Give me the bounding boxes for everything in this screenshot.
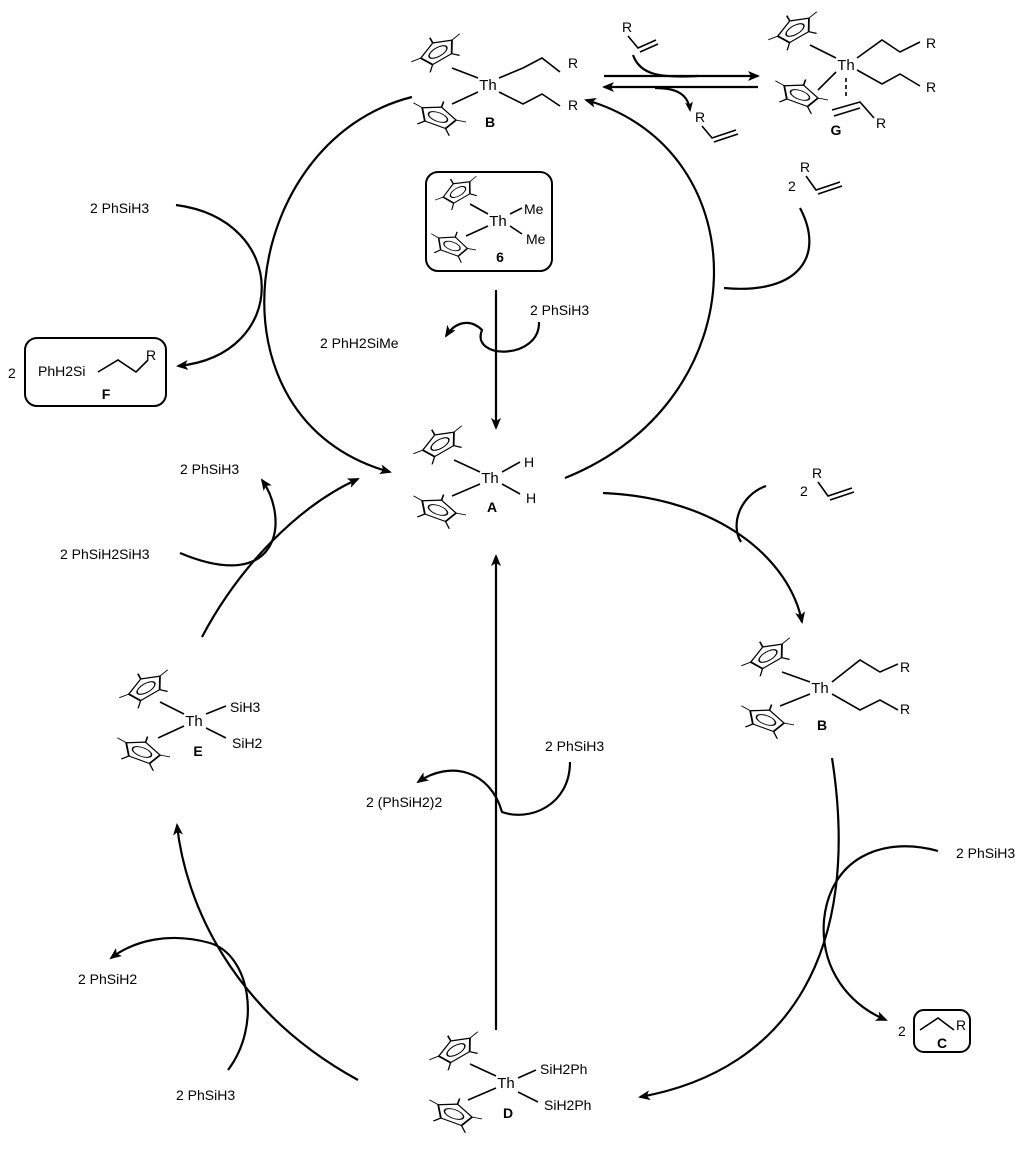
silyl-ligand-sih2ph: SiH2Ph — [540, 1061, 587, 1077]
metal-label: Th — [811, 680, 829, 697]
cp-star-ring-icon — [430, 231, 476, 263]
reagent-left-low-out: 2 PhSiH2 — [78, 971, 137, 987]
silyl-ligand-sih2ph: SiH2Ph — [544, 1097, 591, 1113]
arc-b-to-a-upper-left — [263, 95, 413, 475]
complex-b-right: Th R R B — [741, 637, 910, 739]
cp-star-ring-icon — [429, 1031, 479, 1071]
compound-label-c: C — [937, 1035, 947, 1051]
alkene-out-arc-top — [654, 86, 693, 112]
alkene-in-arc-top — [631, 54, 699, 78]
r-group-label: R — [695, 109, 705, 125]
compound-label-b: B — [817, 717, 827, 733]
complex-d: Th SiH2Ph SiH2Ph D — [429, 1031, 591, 1133]
silane-fragment-label: PhH2Si — [38, 363, 85, 379]
complex-g: Th R R R G — [768, 11, 936, 138]
alkene-top-out: R — [695, 109, 739, 143]
reagent-center-low-out: 2 (PhSiH2)2 — [366, 794, 442, 810]
arc-right-low-silane-to-c — [822, 845, 939, 1022]
r-group-label: R — [926, 35, 936, 51]
r-group-label: R — [876, 115, 886, 131]
hydride-label: H — [526, 490, 536, 506]
reagent-right-low-in: 2 PhSiH3 — [956, 845, 1015, 861]
r-group-label: R — [800, 159, 810, 175]
cp-star-ring-icon — [413, 101, 467, 136]
metal-label: Th — [489, 213, 507, 230]
product-c-box — [913, 1009, 971, 1053]
r-group-label: R — [900, 701, 910, 717]
arc-alkene-in-right — [735, 484, 767, 543]
arc-left-low-silane — [109, 936, 249, 1071]
cp-star-ring-icon — [741, 637, 791, 677]
product-f: 2 PhH2Si R F — [8, 347, 156, 402]
compound-label-d: D — [503, 1105, 513, 1121]
metal-label: Th — [481, 470, 499, 487]
cp-star-ring-icon — [741, 704, 795, 739]
reagent-left-mid-out: 2 PhSiH3 — [180, 461, 239, 477]
reagent-center-in: 2 PhSiH3 — [530, 302, 589, 318]
stoich-coefficient: 2 — [898, 1023, 906, 1039]
r-group-label: R — [926, 79, 936, 95]
r-group-label: R — [956, 1017, 966, 1033]
reagent-left-top-in: 2 PhSiH3 — [90, 200, 149, 216]
product-f-box — [24, 337, 167, 407]
reagent-left-mid-in: 2 PhSiH2SiH3 — [60, 546, 150, 562]
silyl-ligand-sih2: SiH2 — [232, 735, 263, 751]
cp-star-ring-icon — [775, 79, 829, 114]
methyl-label: Me — [524, 201, 544, 217]
arc-phsih3-in-to-f — [175, 203, 263, 370]
alkene-top-in: R — [622, 19, 659, 53]
compound-label-6: 6 — [496, 249, 504, 265]
arc-a-to-b-upper-right — [564, 97, 715, 480]
alkene-reagent-upper-right: 2 R — [788, 159, 843, 195]
compound-label-e: E — [193, 743, 202, 759]
r-group-label: R — [812, 465, 822, 481]
arc-center-reagent — [444, 321, 541, 353]
compound-label-f: F — [102, 386, 111, 402]
alkene-reagent-right: 2 R — [800, 465, 855, 501]
cp-star-ring-icon — [429, 1098, 483, 1133]
arc-left-mid-silane — [179, 478, 277, 567]
arc-a-to-b-right — [602, 491, 805, 624]
r-group-label: R — [568, 55, 578, 71]
cp-star-ring-icon — [411, 33, 461, 73]
metal-label: Th — [185, 713, 203, 730]
metal-label: Th — [837, 57, 855, 74]
reagent-center-out: 2 PhH2SiMe — [320, 335, 399, 351]
methyl-label: Me — [526, 231, 546, 247]
cp-star-ring-icon — [119, 669, 169, 709]
stoich-coefficient: 2 — [788, 178, 796, 194]
complex-e: Th SiH3 SiH2 E — [117, 669, 263, 771]
r-group-label: R — [146, 347, 156, 363]
precursor-6-box — [425, 171, 553, 272]
compound-label-b: B — [485, 114, 495, 130]
product-c: 2 R C — [898, 1017, 966, 1051]
metal-label: Th — [479, 77, 497, 94]
silyl-ligand-sih3: SiH3 — [230, 699, 261, 715]
cp-star-ring-icon — [117, 736, 171, 771]
cp-star-ring-icon — [768, 11, 818, 51]
precursor-6: Th Me Me 6 — [430, 175, 546, 265]
stoich-coefficient: 2 — [8, 365, 16, 381]
cp-star-ring-icon — [435, 175, 478, 211]
reagent-center-low-in: 2 PhSiH3 — [545, 738, 604, 754]
r-group-label: R — [622, 19, 632, 35]
compound-label-g: G — [831, 122, 842, 138]
arc-b-to-d-right — [638, 757, 840, 1101]
complex-b-top: Th R R B — [411, 33, 578, 136]
r-group-label: R — [900, 659, 910, 675]
arc-center-low-silane — [416, 761, 572, 816]
cp-star-ring-icon — [413, 494, 467, 529]
arc-e-to-a-left — [201, 477, 360, 638]
r-group-label: R — [568, 97, 578, 113]
metal-label: Th — [497, 1075, 515, 1092]
complex-a: Th H H A — [413, 425, 536, 529]
compound-label-a: A — [487, 499, 497, 515]
stoich-coefficient: 2 — [800, 483, 808, 499]
cp-star-ring-icon — [413, 425, 463, 465]
hydride-label: H — [524, 454, 534, 470]
reagent-left-low-in: 2 PhSiH3 — [176, 1087, 235, 1103]
arc-alkene-in-upper-right — [723, 207, 811, 290]
arc-d-to-e-left — [173, 823, 359, 1081]
